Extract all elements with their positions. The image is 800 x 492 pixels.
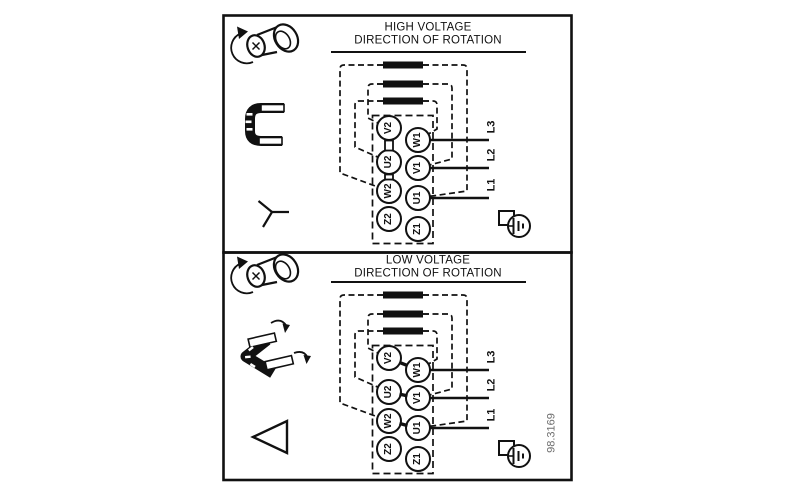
terminal-label-v1: V1	[412, 391, 423, 405]
terminal-label-v2: V2	[383, 351, 394, 365]
delta-terminal-links	[398, 360, 409, 428]
terminal-label-z1: Z1	[412, 453, 423, 465]
panel-title-line1: LOW VOLTAGE	[385, 253, 471, 266]
terminal-label-v2: V2	[383, 121, 394, 135]
terminal-label-w2: W2	[383, 413, 394, 429]
terminal-label-u1: U1	[412, 421, 423, 435]
star-terminal-links	[384, 139, 394, 181]
terminal-label-v1: V1	[412, 161, 423, 175]
line-label-l1: L1	[485, 178, 498, 192]
panel-title-line2: DIRECTION OF ROTATION	[354, 266, 502, 279]
line-label-l2: L2	[485, 378, 498, 392]
drawing-number: 98.3169	[545, 413, 558, 453]
terminal-label-u2: U2	[383, 385, 394, 399]
delta-links-icon	[240, 319, 311, 378]
terminal-label-u1: U1	[412, 191, 423, 205]
line-label-l2: L2	[485, 148, 498, 162]
star-symbol	[257, 200, 289, 228]
terminal-label-z2: Z2	[383, 213, 394, 225]
star-links-icon	[245, 103, 285, 146]
line-label-l3: L3	[485, 350, 498, 364]
terminal-label-w1: W1	[412, 362, 423, 378]
panel-border-low-voltage	[222, 251, 573, 482]
line-label-l1: L1	[485, 408, 498, 422]
terminal-label-u2: U2	[383, 155, 394, 169]
terminal-label-z1: Z1	[412, 223, 423, 235]
terminal-label-z2: Z2	[383, 443, 394, 455]
panel-title-line1: HIGH VOLTAGE	[384, 20, 472, 33]
line-label-l3: L3	[485, 120, 498, 134]
terminal-label-w2: W2	[383, 183, 394, 199]
terminal-label-w1: W1	[412, 132, 423, 148]
panel-title-line2: DIRECTION OF ROTATION	[354, 34, 502, 47]
delta-symbol	[250, 419, 289, 455]
